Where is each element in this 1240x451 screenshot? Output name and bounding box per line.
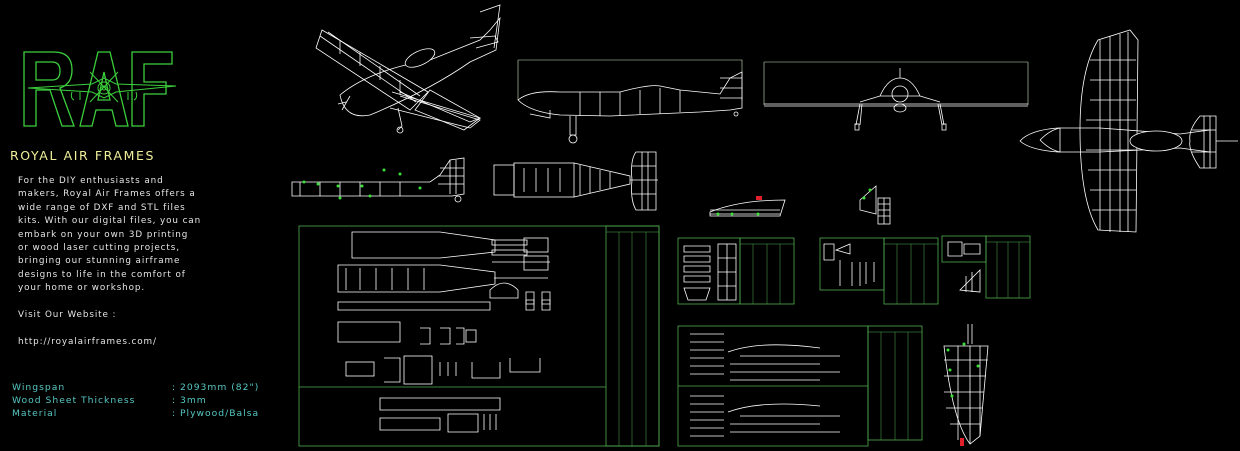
- spec-row-material: Material : Plywood/Balsa: [12, 407, 259, 420]
- fuselage-top-assembly: [493, 151, 658, 211]
- front-view: [763, 61, 1029, 131]
- spec-row-wingspan: Wingspan : 2093mm (82"): [12, 381, 259, 394]
- specs-table: Wingspan : 2093mm (82") Wood Sheet Thick…: [12, 381, 259, 421]
- description-line: bringing our stunning airframe: [18, 256, 181, 267]
- fuselage-parts-sheet: [298, 225, 660, 447]
- top-view: [1019, 29, 1238, 233]
- description-line: kits. With our digital files, you can: [18, 216, 202, 227]
- description-line: makers, Royal Air Frames offers a: [18, 189, 196, 200]
- isometric-view: [315, 4, 501, 134]
- spec-label: Wood Sheet Thickness: [12, 395, 136, 407]
- brand-name: ROYAL AIR FRAMES: [10, 148, 156, 163]
- rudder-parts-sheet: [941, 235, 1031, 299]
- raf-logo: [23, 51, 177, 127]
- tail-detail: [859, 185, 891, 225]
- spec-value: : 2093mm (82"): [172, 382, 260, 393]
- wing-assembly-detail: [943, 324, 989, 445]
- canopy-detail: [709, 199, 786, 217]
- description-line: embark on your own 3D printing: [18, 229, 189, 240]
- side-view: [517, 59, 743, 144]
- description-line: For the DIY enthusiasts and: [18, 176, 164, 186]
- spec-value: : Plywood/Balsa: [172, 408, 260, 420]
- description-line: wide range of DXF and STL files: [18, 202, 186, 213]
- website-label: Visit Our Website :: [18, 310, 117, 320]
- nose-parts-sheet: [677, 237, 795, 305]
- spec-row-thickness: Wood Sheet Thickness : 3mm: [12, 394, 259, 407]
- cad-drawing: [291, 4, 1238, 447]
- description-line: or wood laser cutting projects,: [18, 243, 180, 254]
- spec-label: Material: [12, 408, 58, 420]
- wing-parts-sheet: [677, 325, 923, 447]
- description-line: your home or workshop.: [18, 283, 146, 294]
- fuselage-side-assembly: [291, 157, 465, 203]
- description: For the DIY enthusiasts and makers, Roya…: [18, 175, 218, 296]
- spec-label: Wingspan: [12, 382, 66, 393]
- description-line: designs to life in the comfort of: [18, 269, 186, 280]
- stabilizer-parts-sheet: [819, 237, 939, 305]
- spec-value: : 3mm: [172, 395, 207, 407]
- website-link[interactable]: http://royalairframes.com/: [18, 337, 157, 347]
